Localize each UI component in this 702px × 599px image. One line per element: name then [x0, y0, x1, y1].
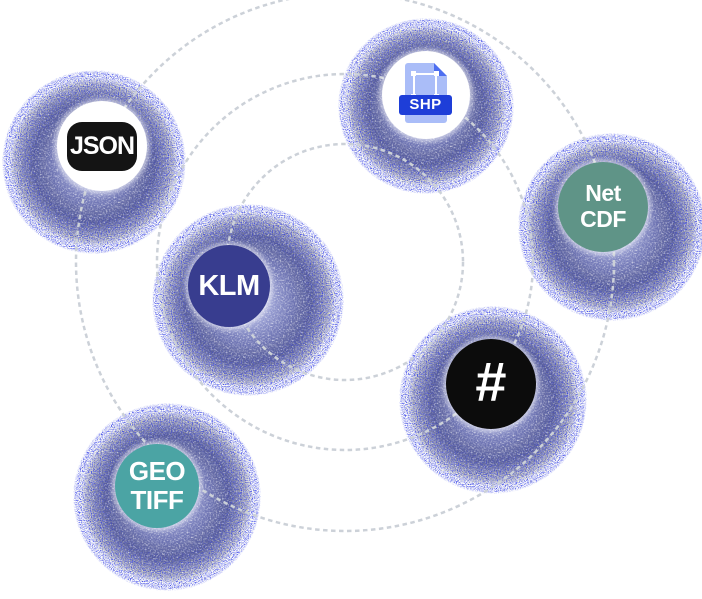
netcdf-label-line1: Net [585, 180, 621, 207]
hash-label: # [475, 349, 507, 413]
geotiff-label-line2: TIFF [130, 485, 184, 515]
netcdf-label-line2: CDF [580, 206, 626, 232]
hash-node-badge: # [446, 339, 536, 429]
netcdf-node-badge: Net CDF [558, 162, 648, 252]
json-pill: JSON [67, 121, 137, 171]
geotiff-node-badge: GEO TIFF [115, 444, 199, 528]
geotiff-label-line1: GEO [128, 455, 186, 486]
polygon-selection-icon [411, 71, 439, 99]
klm-node-badge: KLM [188, 245, 270, 327]
orbit-ring-outer [74, 0, 616, 533]
json-label: JSON [69, 131, 135, 160]
shp-node-badge: SHP [382, 51, 470, 139]
shp-label: SHP [399, 95, 452, 115]
json-node-badge: JSON [57, 101, 147, 191]
orbit-ring-middle [155, 72, 535, 452]
shp-file-icon: SHP [399, 63, 452, 123]
klm-label: KLM [198, 269, 260, 302]
